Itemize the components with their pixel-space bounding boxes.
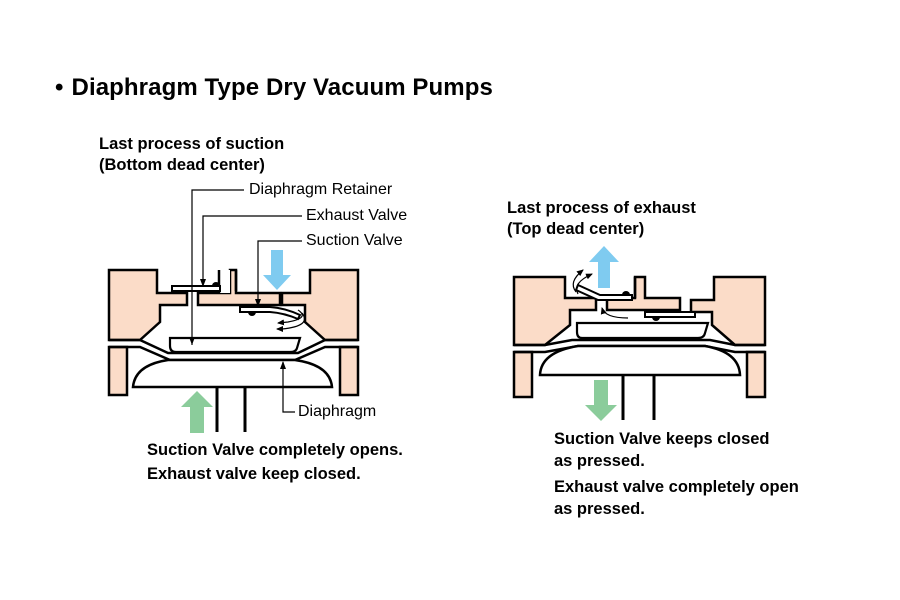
gas-inflow-arrow — [263, 250, 291, 290]
exhaust-heading-line2: (Top dead center) — [507, 220, 645, 238]
callout-exhaust-valve: Exhaust Valve — [306, 207, 408, 224]
suction-heading: Last process of suction (Bottom dead cen… — [99, 134, 284, 176]
callout-suction-valve: Suction Valve — [306, 232, 403, 249]
title-text: Diaphragm Type Dry Vacuum Pumps — [71, 74, 493, 101]
suction-desc-line: Exhaust valve keep closed. — [147, 465, 361, 483]
suction-valve-rivet — [248, 312, 256, 316]
exhaust-desc-line: Suction Valve keeps closed — [554, 430, 770, 448]
exhaust-heading-line1: Last process of exhaust — [507, 199, 696, 217]
diaphragm-up-arrow — [181, 391, 213, 433]
exhaust-valve-rivet — [212, 282, 220, 286]
exhaust-description: Suction Valve keeps closed as pressed. E… — [554, 428, 799, 520]
suction-valve-rivet — [652, 317, 660, 321]
housing-right-lower — [338, 345, 360, 397]
housing-right-lower — [745, 350, 767, 399]
suction-diagram — [107, 189, 360, 433]
housing-right-upper — [280, 268, 360, 342]
valve-block — [605, 275, 682, 312]
callout-diaphragm: Diaphragm — [298, 403, 377, 420]
diaphragm-body — [131, 358, 334, 389]
gas-outflow-arrow — [589, 246, 619, 288]
diaphragm-down-arrow — [585, 380, 617, 421]
callout-diaphragm-retainer: Diaphragm Retainer — [249, 181, 393, 198]
exhaust-desc-line: Exhaust valve completely open — [554, 478, 799, 496]
diaphragm-retainer — [575, 321, 710, 340]
exhaust-valve — [171, 285, 221, 292]
suction-heading-line2: (Bottom dead center) — [99, 156, 265, 174]
exhaust-valve-rivet — [622, 291, 630, 295]
suction-heading-line1: Last process of suction — [99, 135, 285, 153]
housing-left-lower — [107, 345, 129, 397]
housing-left-upper — [107, 268, 189, 342]
exhaust-desc-line: as pressed. — [554, 500, 645, 518]
exhaust-heading: Last process of exhaust (Top dead center… — [507, 198, 696, 240]
housing-left-lower — [512, 350, 534, 399]
suction-desc-line: Suction Valve completely opens. — [147, 441, 403, 459]
exhaust-valve — [574, 283, 633, 301]
diaphragm-body — [538, 344, 742, 377]
title-bullet: • — [55, 74, 64, 101]
page-title: • Diaphragm Type Dry Vacuum Pumps — [55, 74, 493, 102]
exhaust-diagram — [512, 246, 767, 421]
diaphragm-sheet — [514, 338, 765, 347]
suction-valve — [644, 311, 696, 318]
exhaust-desc-line: as pressed. — [554, 452, 645, 470]
suction-description: Suction Valve completely opens. Exhaust … — [147, 439, 403, 485]
diaphragm-retainer — [168, 336, 302, 354]
valve-block-mask — [220, 270, 230, 293]
